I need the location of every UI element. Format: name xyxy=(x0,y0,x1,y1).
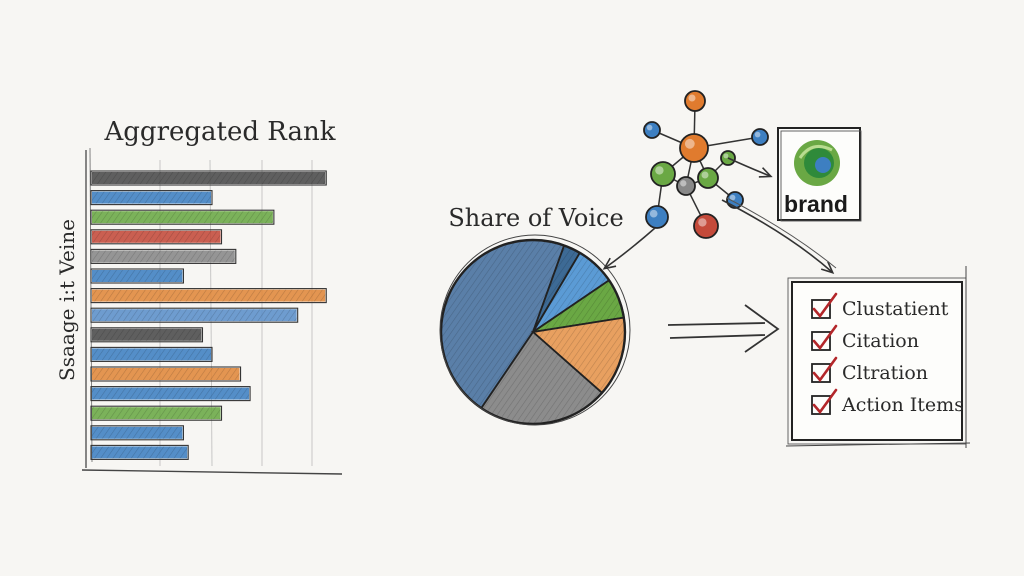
bar-shading xyxy=(92,270,183,282)
bar-shading xyxy=(92,407,221,420)
bar-outline xyxy=(90,346,213,362)
checklist-item-label: Citation xyxy=(842,330,919,352)
brand-box: brand xyxy=(777,127,862,222)
bar-shading xyxy=(92,446,188,459)
bar-outline xyxy=(90,170,327,186)
network-node-highlight xyxy=(729,194,736,201)
logo-swirl xyxy=(798,144,833,159)
pie-outline xyxy=(439,238,627,426)
bar-outline xyxy=(90,209,275,225)
network-node-highlight xyxy=(754,131,761,138)
brand-frame-sketch xyxy=(780,130,862,222)
checkbox[interactable] xyxy=(811,363,831,383)
bar-chart-title: Aggregated Rank xyxy=(104,117,336,147)
bar-shading xyxy=(92,368,240,380)
bar-outline xyxy=(90,444,189,460)
pie-slice-shading xyxy=(533,280,624,332)
pie-slice-shading xyxy=(533,252,610,332)
bar-shading xyxy=(92,250,235,263)
network-node-highlight xyxy=(680,180,687,187)
network-node xyxy=(679,133,709,163)
bar-chart: Aggregated Rank Ssaage i:t Veine xyxy=(55,117,343,475)
checkbox[interactable] xyxy=(811,395,831,415)
pie-slice-shading xyxy=(533,245,580,332)
bar-shading xyxy=(92,426,183,439)
pie-chart-title: Share of Voice xyxy=(448,204,623,232)
arrow-shaft-top xyxy=(667,322,766,326)
bar-outline xyxy=(90,288,327,304)
bar-shading xyxy=(92,328,202,341)
network-node-highlight xyxy=(723,153,729,159)
bar-outline xyxy=(90,425,184,441)
arrow-network-to-checklist xyxy=(721,199,835,274)
check-mark-icon xyxy=(812,356,838,383)
network-nodes xyxy=(643,90,769,239)
checklist-shadow-line xyxy=(785,442,971,447)
arrow-sketch-line xyxy=(726,197,837,269)
bar-series xyxy=(90,170,327,460)
bar-outline xyxy=(90,190,213,206)
network-node-highlight xyxy=(649,209,658,218)
network-node xyxy=(643,121,661,139)
network-node xyxy=(650,161,676,187)
bar-shading xyxy=(92,211,273,224)
arrow-network-to-brand xyxy=(727,157,773,178)
bar-outline xyxy=(90,307,299,323)
pie-slice-shading xyxy=(441,240,565,409)
x-axis xyxy=(81,469,343,475)
network-node-highlight xyxy=(646,124,653,131)
bar-outline xyxy=(90,386,251,402)
bar-outline xyxy=(90,268,184,284)
network-node xyxy=(693,213,719,239)
brand-label: brand xyxy=(784,191,848,217)
bar-chart-ylabel: Ssaage i:t Veine xyxy=(55,219,79,381)
network-node-highlight xyxy=(701,171,709,179)
pie-slice-shading xyxy=(481,332,603,424)
network-node-highlight xyxy=(684,138,695,149)
pie-slice-shading xyxy=(533,317,626,393)
network-diagram xyxy=(602,90,837,274)
check-mark-icon xyxy=(812,292,838,319)
network-node xyxy=(751,128,769,146)
pie-chart: Share of Voice xyxy=(439,204,631,426)
network-node-highlight xyxy=(698,218,707,227)
logo-inner-dot xyxy=(815,157,831,173)
bar-outline xyxy=(90,248,237,264)
pie-outline-sketch xyxy=(439,234,631,426)
network-node xyxy=(676,176,696,196)
bar-shading xyxy=(92,348,211,361)
network-node-highlight xyxy=(688,94,696,102)
checklist-item-label: Action Items xyxy=(841,394,964,416)
bar-shading xyxy=(92,387,250,400)
arrow-network-to-pie xyxy=(602,227,656,270)
network-node xyxy=(645,205,669,229)
network-node xyxy=(697,167,719,189)
checkbox[interactable] xyxy=(811,331,831,351)
arrow-pie-to-checklist xyxy=(667,304,780,353)
check-mark-icon xyxy=(812,324,838,351)
arrow-head xyxy=(744,304,780,353)
bar-shading xyxy=(92,191,211,204)
network-node xyxy=(684,90,706,112)
bar-outline xyxy=(90,405,223,421)
brand-logo-icon xyxy=(794,140,840,186)
bar-shading xyxy=(92,172,326,184)
checklist-item-label: Cltration xyxy=(842,362,928,384)
network-node-highlight xyxy=(655,166,664,175)
y-axis-sketch xyxy=(89,147,93,463)
bar-outline xyxy=(90,327,204,343)
bar-shading xyxy=(92,309,297,322)
check-mark-icon xyxy=(812,388,838,415)
bar-outline xyxy=(90,229,223,245)
bar-shading xyxy=(92,230,221,243)
arrow-shaft-bottom xyxy=(669,334,766,339)
checkbox[interactable] xyxy=(811,299,831,319)
bar-shading xyxy=(92,289,326,302)
checklist-item-label: Clustatient xyxy=(842,298,949,320)
bar-outline xyxy=(90,366,242,382)
